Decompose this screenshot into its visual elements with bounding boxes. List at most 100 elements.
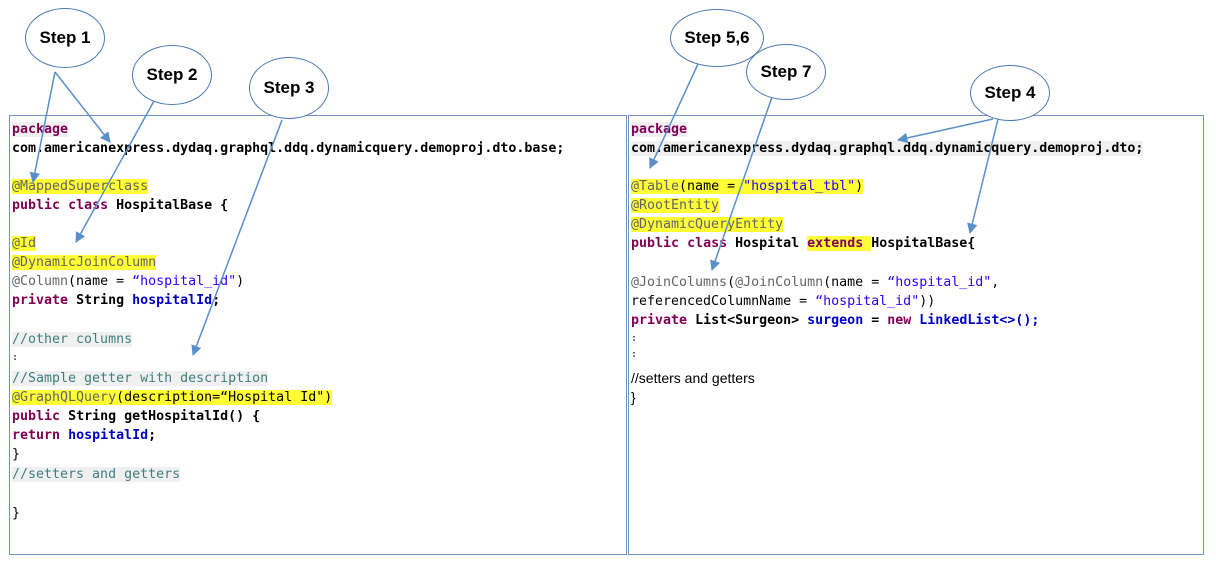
other-columns-comment: //other columns <box>12 332 133 347</box>
left-line-class-decl: public class HospitalBase { <box>12 196 228 215</box>
return-keyword: return <box>12 428 61 443</box>
right-line-dot-1: : <box>631 329 637 348</box>
linked-list-constructor: LinkedList<>(); <box>919 313 1040 328</box>
right-line-setters: //setters and getters <box>631 369 755 388</box>
step-4-bubble: Step 4 <box>970 65 1050 121</box>
right-line-package: package <box>631 120 688 139</box>
right-line-table: @Table(name = "hospital_tbl") <box>631 177 864 196</box>
join-column-comma: , <box>991 275 1000 290</box>
list-surgeon-type: List<Surgeon> <box>695 313 800 328</box>
step-4-label: Step 4 <box>984 83 1036 102</box>
right-package-name: com.americanexpress.dydaq.graphql.ddq.dy… <box>631 141 1144 156</box>
left-line-other-columns: //other columns <box>12 330 133 349</box>
arrow-step56-to-table <box>649 63 699 169</box>
table-args-open: (name = <box>679 179 744 194</box>
getter-public-keyword: public <box>12 409 61 424</box>
right-line-join-columns: @JoinColumns(@JoinColumn(name = “hospita… <box>631 273 999 292</box>
left-line-sample-getter: //Sample getter with description <box>12 369 269 388</box>
arrow-step2-to-id <box>75 100 155 243</box>
ref-column-close: )) <box>919 294 936 309</box>
right-ellipsis-dot-2: : <box>631 349 638 360</box>
right-line-close-brace: } <box>631 388 636 407</box>
right-ellipsis-dot-1: : <box>631 333 638 344</box>
dynamic-query-entity-annotation: @DynamicQueryEntity <box>631 217 784 232</box>
left-line-setters-comment: //setters and getters <box>12 465 181 484</box>
hospital-id-field: hospitalId <box>132 293 213 308</box>
table-name-value: "hospital_tbl" <box>743 179 856 194</box>
left-line-close-brace: } <box>12 445 20 464</box>
table-annotation: @Table <box>631 179 680 194</box>
arrow-step3-to-other-columns <box>191 119 283 356</box>
arrow-step7-to-join-columns <box>710 96 773 271</box>
hospital-base-class-name: HospitalBase { <box>116 198 229 213</box>
left-line-package-name: com.americanexpress.dydaq.graphql.ddq.dy… <box>12 139 564 158</box>
column-name-value: “hospital_id" <box>132 274 237 289</box>
left-code-panel: package com.americanexpress.dydaq.graphq… <box>9 115 627 555</box>
graphql-query-annotation: @GraphQLQuery <box>12 390 117 405</box>
left-package-keyword: package <box>12 122 69 137</box>
new-keyword: new <box>887 313 912 328</box>
left-public-keyword: public <box>12 198 61 213</box>
return-semicolon: ; <box>148 428 157 443</box>
right-setters-comment: //setters and getters <box>631 370 755 386</box>
right-line-ref-column: referencedColumnName = “hospital_id")) <box>631 292 935 311</box>
id-annotation: @Id <box>12 236 37 251</box>
left-line-dynamic-join-column: @DynamicJoinColumn <box>12 253 157 272</box>
left-line-column: @Column(name = “hospital_id") <box>12 272 244 291</box>
step-5-6-bubble: Step 5,6 <box>670 9 764 67</box>
step-3-label: Step 3 <box>263 78 315 97</box>
join-columns-open: ( <box>727 275 736 290</box>
step-2-label: Step 2 <box>146 65 198 84</box>
step-1-bubble: Step 1 <box>25 8 105 68</box>
step-2-bubble: Step 2 <box>132 45 212 105</box>
ref-column-attr: referencedColumnName = <box>631 294 816 309</box>
left-line-getter-sig: public String getHospitalId() { <box>12 407 260 426</box>
right-line-dynamic-query-entity: @DynamicQueryEntity <box>631 215 784 234</box>
getter-signature: String getHospitalId() { <box>68 409 261 424</box>
left-package-name: com.americanexpress.dydaq.graphql.ddq.dy… <box>12 141 565 156</box>
join-column-name-attr: (name = <box>823 275 888 290</box>
graphql-query-args: (description=“Hospital Id") <box>116 390 333 405</box>
left-private-keyword: private <box>12 293 69 308</box>
string-type: String <box>76 293 125 308</box>
right-line-package-name: com.americanexpress.dydaq.graphql.ddq.dy… <box>631 139 1144 158</box>
right-line-field: private List<Surgeon> surgeon = new Link… <box>631 311 1039 330</box>
join-column-name-value: “hospital_id" <box>887 275 992 290</box>
ref-column-value: “hospital_id" <box>815 294 920 309</box>
arrow-step1-to-package-name <box>54 71 111 143</box>
left-setters-comment: //setters and getters <box>12 467 181 482</box>
getter-close-brace: } <box>12 447 21 462</box>
root-entity-annotation: @RootEntity <box>631 198 720 213</box>
left-line-final-brace: } <box>12 504 20 523</box>
column-close: ) <box>236 274 245 289</box>
return-field: hospitalId <box>68 428 149 443</box>
right-line-root-entity: @RootEntity <box>631 196 720 215</box>
step-3-bubble: Step 3 <box>249 57 329 119</box>
step-7-label: Step 7 <box>760 62 812 81</box>
dynamic-join-column-annotation: @DynamicJoinColumn <box>12 255 157 270</box>
table-args-close: ) <box>855 179 864 194</box>
hospital-class-name: Hospital <box>735 236 800 251</box>
column-annotation: @Column <box>12 274 69 289</box>
step-7-bubble: Step 7 <box>746 44 826 100</box>
arrow-step1-to-mapped-superclass <box>29 71 56 184</box>
left-ellipsis-dots: : <box>12 352 19 363</box>
hospital-base-reference: HospitalBase{ <box>871 236 976 251</box>
left-line-graphql-query: @GraphQLQuery(description=“Hospital Id") <box>12 388 333 407</box>
left-final-brace: } <box>12 506 21 521</box>
mapped-superclass-annotation: @MappedSuperclass <box>12 179 149 194</box>
left-line-mapped-superclass: @MappedSuperclass <box>12 177 149 196</box>
sample-getter-comment: //Sample getter with description <box>12 371 269 386</box>
field-semicolon: ; <box>212 293 221 308</box>
step-1-label: Step 1 <box>39 28 91 47</box>
arrow-step4-to-hospital-base <box>967 118 999 235</box>
left-line-id: @Id <box>12 234 37 253</box>
join-column-annotation: @JoinColumn <box>735 275 824 290</box>
left-line-package: package <box>12 120 69 139</box>
assign-operator: = <box>871 313 880 328</box>
left-line-dots: : <box>12 348 18 367</box>
right-code-panel: package com.americanexpress.dydaq.graphq… <box>628 115 1204 555</box>
right-private-keyword: private <box>631 313 688 328</box>
right-line-dot-2: : <box>631 345 637 364</box>
